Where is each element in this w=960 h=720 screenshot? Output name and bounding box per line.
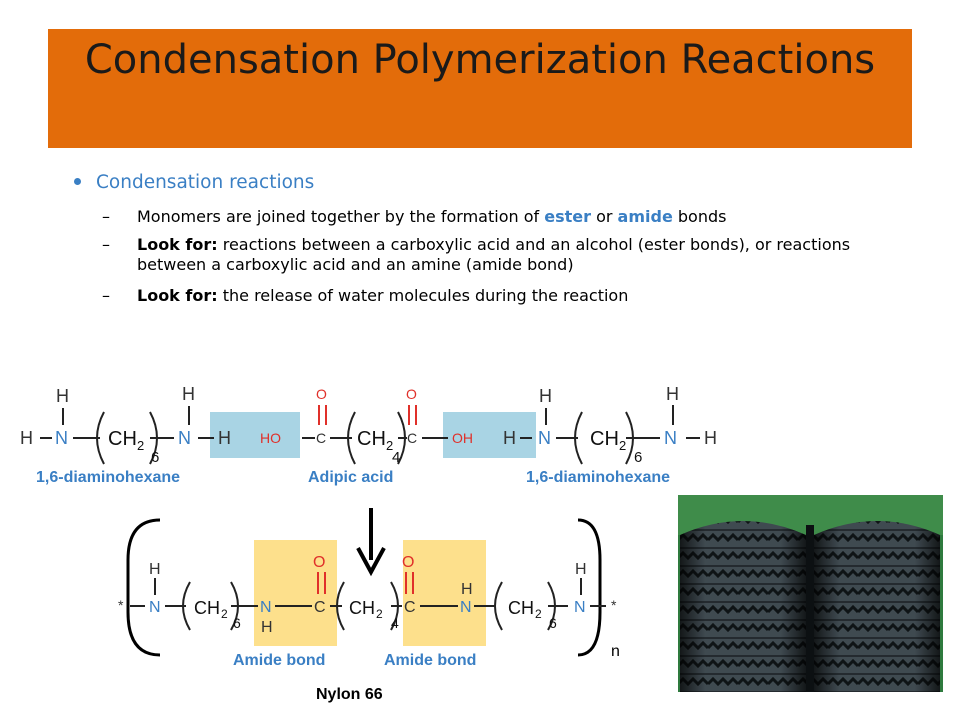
svg-text:2: 2 bbox=[376, 607, 383, 621]
svg-text:4: 4 bbox=[391, 615, 399, 631]
svg-text:CH: CH bbox=[508, 598, 534, 618]
svg-text:O: O bbox=[313, 554, 325, 571]
svg-text:4: 4 bbox=[392, 449, 400, 466]
svg-text:CH: CH bbox=[590, 428, 619, 450]
dash-icon: – bbox=[102, 235, 110, 254]
bracket-right-icon bbox=[577, 518, 602, 657]
bullet-condensation: Condensation reactions bbox=[96, 172, 315, 193]
amide-box-right bbox=[403, 540, 486, 646]
svg-text:H: H bbox=[20, 428, 33, 448]
label-nylon-66: Nylon 66 bbox=[316, 686, 383, 703]
bracket-left-icon bbox=[126, 518, 161, 657]
svg-text:*: * bbox=[118, 597, 124, 613]
svg-text:HO: HO bbox=[260, 430, 281, 446]
svg-text:H: H bbox=[539, 386, 552, 406]
svg-text:H: H bbox=[461, 581, 473, 598]
svg-text:2: 2 bbox=[619, 438, 626, 453]
svg-text:C: C bbox=[314, 599, 326, 616]
svg-text:2: 2 bbox=[386, 438, 393, 453]
svg-text:H: H bbox=[704, 428, 717, 448]
svg-text:H: H bbox=[182, 384, 195, 404]
svg-text:H: H bbox=[149, 561, 161, 578]
sub-bullet-2: Look for: reactions between a carboxylic… bbox=[137, 235, 851, 274]
label-diamine-left: 1,6-diaminohexane bbox=[36, 469, 181, 486]
svg-text:2: 2 bbox=[221, 607, 228, 621]
svg-text:N: N bbox=[260, 599, 272, 616]
dash-icon: – bbox=[102, 207, 110, 226]
svg-text:CH: CH bbox=[349, 598, 375, 618]
svg-text:OH: OH bbox=[452, 430, 473, 446]
svg-text:2: 2 bbox=[535, 607, 542, 621]
svg-text:O: O bbox=[316, 386, 327, 402]
svg-text:N: N bbox=[149, 599, 161, 616]
svg-text:C: C bbox=[404, 599, 416, 616]
label-amide-bond-left: Amide bond bbox=[233, 652, 326, 669]
svg-text:H: H bbox=[218, 428, 231, 448]
svg-text:H: H bbox=[575, 561, 587, 578]
svg-text:H: H bbox=[666, 384, 679, 404]
svg-text:6: 6 bbox=[233, 615, 241, 631]
svg-text:N: N bbox=[574, 599, 586, 616]
hydroxyl-box-right bbox=[443, 412, 536, 458]
svg-text:H: H bbox=[503, 428, 516, 448]
bullet-icon bbox=[74, 178, 81, 185]
svg-text:N: N bbox=[538, 428, 551, 448]
svg-text:N: N bbox=[55, 428, 68, 448]
label-amide-bond-right: Amide bond bbox=[384, 652, 477, 669]
label-adipic-acid: Adipic acid bbox=[308, 469, 394, 486]
svg-text:C: C bbox=[316, 430, 326, 446]
hydroxyl-box-left bbox=[210, 412, 300, 458]
repeat-subscript: n bbox=[611, 643, 620, 660]
slide-title: Condensation Polymerization Reactions bbox=[84, 37, 876, 83]
amide-box-left bbox=[254, 540, 337, 646]
svg-text:O: O bbox=[406, 386, 417, 402]
svg-text:H: H bbox=[261, 619, 273, 636]
svg-text:N: N bbox=[178, 428, 191, 448]
svg-text:CH: CH bbox=[357, 428, 386, 450]
svg-text:6: 6 bbox=[549, 615, 557, 631]
svg-text:H: H bbox=[56, 386, 69, 406]
svg-text:CH: CH bbox=[194, 598, 220, 618]
svg-text:O: O bbox=[402, 554, 414, 571]
svg-text:6: 6 bbox=[151, 449, 159, 466]
svg-text:6: 6 bbox=[634, 449, 642, 466]
svg-text:N: N bbox=[460, 599, 472, 616]
svg-text:CH: CH bbox=[108, 428, 137, 450]
svg-text:2: 2 bbox=[137, 438, 144, 453]
svg-text:N: N bbox=[664, 428, 677, 448]
tire-photo-icon bbox=[678, 495, 943, 692]
label-diamine-right: 1,6-diaminohexane bbox=[526, 469, 671, 486]
sub-bullet-3: Look for: the release of water molecules… bbox=[137, 286, 629, 305]
svg-text:C: C bbox=[407, 430, 417, 446]
svg-text:*: * bbox=[611, 597, 617, 613]
title-bar bbox=[48, 29, 912, 148]
sub-bullet-1: Monomers are joined together by the form… bbox=[137, 207, 727, 226]
dash-icon: – bbox=[102, 286, 110, 305]
